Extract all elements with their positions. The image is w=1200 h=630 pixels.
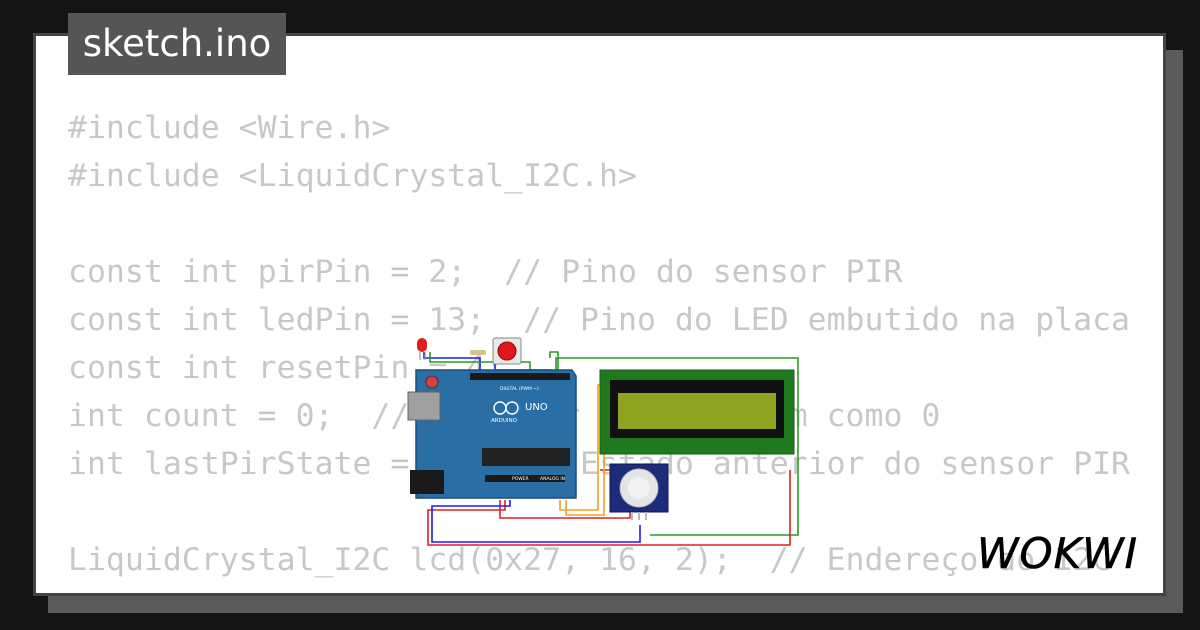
digital-label: DIGITAL (PWM ~) bbox=[500, 386, 539, 392]
wire-sda bbox=[559, 384, 600, 511]
code-line: LiquidCrystal_I2C lcd(0x27, 16, 2); // E… bbox=[68, 542, 1112, 578]
board-model: UNO bbox=[525, 402, 548, 413]
wire-pir-gnd bbox=[431, 500, 641, 543]
wire-button-ground bbox=[549, 351, 559, 374]
circuit-diagram: UNO ARDUINO DIGITAL (PWM ~) ANALOG IN PO… bbox=[407, 337, 799, 546]
wire-led-ground bbox=[429, 352, 531, 374]
lcd-1602 bbox=[599, 369, 795, 455]
digital-header bbox=[470, 373, 570, 380]
power-label: POWER bbox=[512, 476, 529, 482]
power-jack bbox=[410, 470, 444, 494]
usb-port bbox=[407, 391, 441, 421]
wire-lcd-gnd bbox=[555, 357, 799, 536]
wire-lcd-vcc bbox=[427, 470, 791, 546]
code-line: #include <Wire.h> bbox=[68, 110, 391, 146]
push-button bbox=[492, 337, 522, 365]
led bbox=[417, 338, 427, 360]
reset-button-icon bbox=[425, 375, 439, 389]
code-line bbox=[68, 200, 1130, 248]
code-preview-card: #include <Wire.h> #include <LiquidCrystal… bbox=[33, 33, 1166, 596]
power-header bbox=[485, 475, 565, 482]
wire-led bbox=[423, 352, 481, 374]
wokwi-logo-text: WOKWI bbox=[977, 529, 1138, 576]
analog-label: ANALOG IN bbox=[540, 476, 565, 482]
code-line: const int resetPin = 4; bbox=[68, 350, 505, 386]
microcontroller-chip bbox=[482, 448, 570, 466]
resistor bbox=[470, 350, 486, 355]
board-brand: ARDUINO bbox=[491, 418, 518, 424]
code-line: const int pirPin = 2; // Pino do sensor … bbox=[68, 254, 903, 290]
filename-tab: sketch.ino bbox=[68, 13, 286, 75]
code-block: #include <Wire.h> #include <LiquidCrystal… bbox=[68, 104, 1130, 584]
wokwi-logo: WOKWI bbox=[977, 529, 1138, 576]
code-line: const int ledPin = 13; // Pino do LED em… bbox=[68, 302, 1131, 338]
arduino-uno-board: UNO ARDUINO DIGITAL (PWM ~) ANALOG IN PO… bbox=[407, 369, 577, 499]
code-line: #include <LiquidCrystal_I2C.h> bbox=[68, 158, 637, 194]
pir-sensor bbox=[609, 463, 669, 520]
